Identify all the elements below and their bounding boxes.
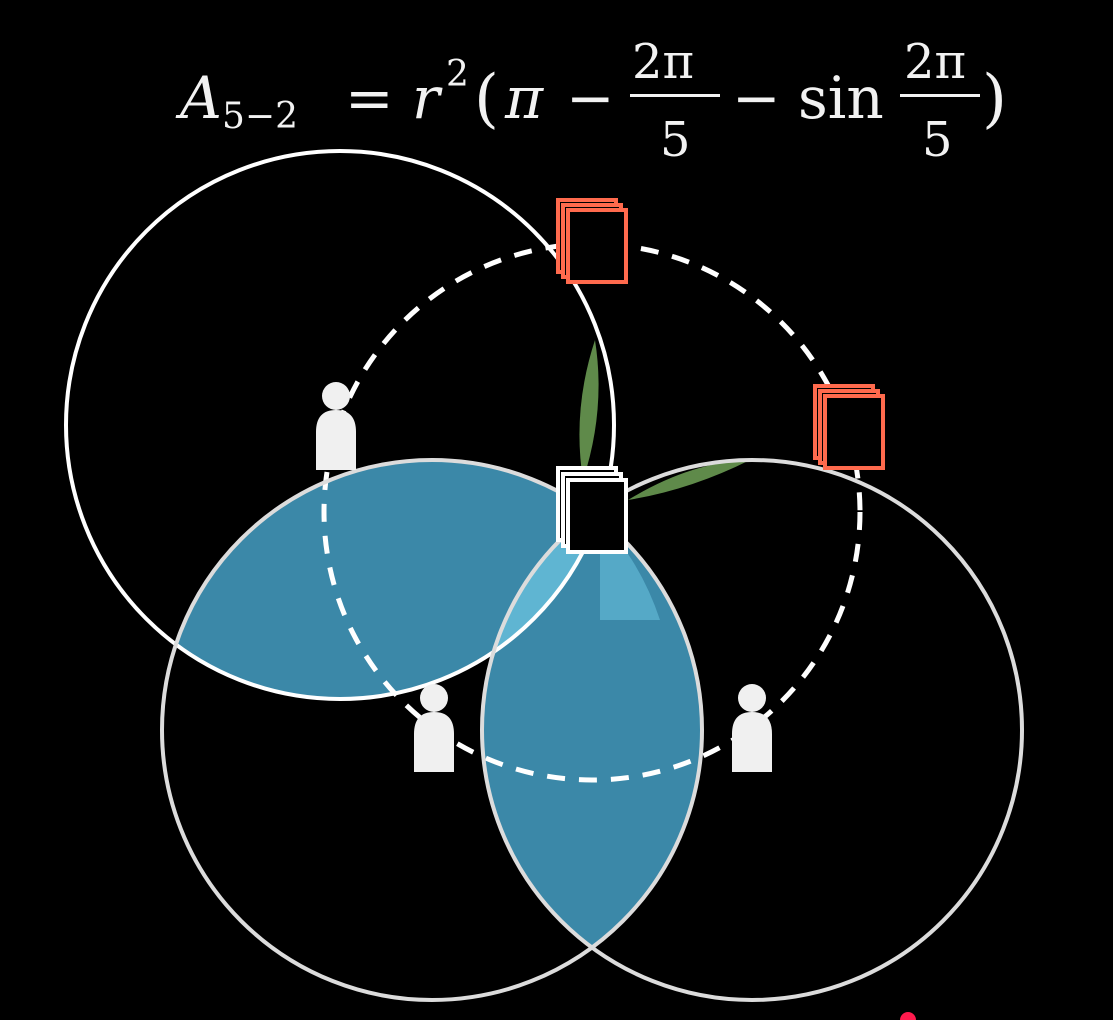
formula-open-paren: ( xyxy=(474,62,499,136)
formula-minus-2: − xyxy=(732,64,781,132)
person-icon xyxy=(414,684,454,772)
orange-square-stack-icon xyxy=(556,198,628,284)
formula-frac1-denominator: 5 xyxy=(660,112,691,168)
formula-minus-1: − xyxy=(566,64,615,132)
formula-pi: π xyxy=(504,64,544,132)
formula-close-paren: ) xyxy=(982,62,1007,136)
formula-sin: sin xyxy=(798,64,884,132)
green-lens-upper xyxy=(579,340,599,480)
orange-square-stack-icon xyxy=(813,384,885,470)
formula-frac2-bar xyxy=(900,94,980,97)
formula-lhs-subscript: 5−2 xyxy=(222,96,298,137)
circle-lower-right xyxy=(480,458,1024,1002)
formula-r-exponent: 2 xyxy=(446,54,469,95)
formula-lhs-symbol: A xyxy=(175,64,222,132)
formula-equals: = xyxy=(345,64,394,132)
formula-frac2-numerator: 2π xyxy=(904,34,966,90)
person-icon xyxy=(732,684,772,772)
person-icon xyxy=(316,382,356,470)
formula: A 5−2 = r 2 ( π − 2π 5 − sin 2π 5 ) xyxy=(175,34,1007,168)
circle-lower-left xyxy=(160,458,704,1002)
progress-marker xyxy=(900,1012,916,1020)
formula-frac1-numerator: 2π xyxy=(632,34,694,90)
formula-frac1-bar xyxy=(630,94,720,97)
formula-frac2-denominator: 5 xyxy=(922,112,953,168)
black-square-stack-icon xyxy=(556,466,628,554)
circle-upper-left xyxy=(64,149,616,701)
green-lens-right xyxy=(628,460,750,500)
formula-r: r xyxy=(412,64,443,132)
